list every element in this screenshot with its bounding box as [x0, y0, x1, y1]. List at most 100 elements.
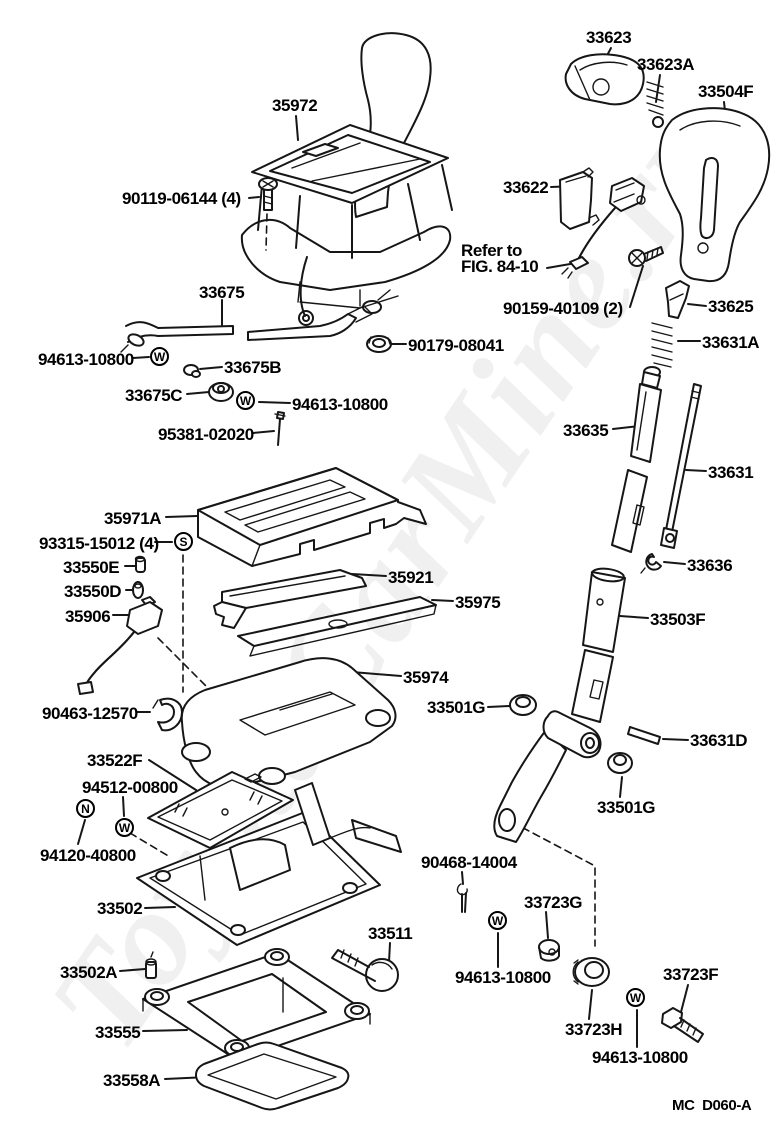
part-label-33511: 33511	[368, 924, 413, 943]
part-shift-lever-lower	[493, 649, 614, 843]
part-label-33501g-1: 33501G	[427, 698, 486, 717]
part-label-35971a: 35971A	[104, 509, 162, 528]
part-90463-clip	[152, 697, 183, 732]
part-33550e-bushing	[134, 555, 146, 573]
part-label-33631d: 33631D	[690, 731, 748, 750]
part-label-33555: 33555	[95, 1023, 141, 1042]
part-label-33723f: 33723F	[663, 965, 719, 984]
part-label-33636: 33636	[687, 556, 733, 575]
part-33723g-bushing	[538, 939, 560, 962]
part-33502-bracket	[136, 782, 402, 946]
part-33503f-tube	[582, 567, 626, 653]
part-35974-cover	[180, 657, 397, 789]
part-33631d-pin	[627, 726, 661, 745]
part-label-33504f: 33504F	[698, 82, 754, 101]
part-35906-switch	[77, 596, 163, 695]
part-33502a-pin	[145, 951, 157, 979]
part-label-94613-10800-2: 94613-10800	[292, 395, 388, 414]
part-33636-clip	[640, 553, 662, 574]
part-label-33675b: 33675B	[224, 358, 282, 377]
part-label-94512-00800: 94512-00800	[82, 778, 178, 797]
part-label-33723h: 33723H	[565, 1020, 623, 1039]
reference-note: Refer to FIG. 84-10	[461, 241, 539, 276]
part-33625-pin	[665, 280, 690, 319]
part-label-35972: 35972	[272, 96, 318, 115]
reference-note-line1: Refer to	[461, 241, 523, 260]
part-label-33502a: 33502A	[60, 963, 118, 982]
part-90159-screw	[628, 246, 664, 267]
part-label-33635: 33635	[563, 421, 609, 440]
part-33675c-bushing	[208, 382, 234, 402]
part-label-33502: 33502	[97, 899, 143, 918]
part-label-90179-08041: 90179-08041	[408, 336, 504, 355]
part-33558a-gasket	[195, 1041, 350, 1111]
part-label-33623: 33623	[586, 28, 632, 47]
part-33504f-shift-knob	[658, 107, 771, 283]
part-label-35921: 35921	[388, 568, 434, 587]
part-33522f-plate	[147, 771, 294, 849]
part-label-90468-14004: 90468-14004	[421, 853, 517, 872]
part-95381-pin	[274, 411, 286, 446]
part-label-90463-12570: 90463-12570	[42, 704, 138, 723]
part-33631-rod	[660, 383, 702, 549]
part-label-33675: 33675	[199, 283, 245, 302]
washer-marker-w3: W	[115, 818, 134, 837]
part-90179-nut	[366, 335, 392, 353]
part-label-94613-10800-1: 94613-10800	[38, 350, 134, 369]
part-33501g-grommet-lower	[607, 752, 633, 774]
part-33675-control-rod	[120, 305, 373, 353]
part-33555-plate	[142, 948, 371, 1071]
part-33631a-spring	[651, 322, 673, 368]
part-33622-plate	[559, 167, 600, 230]
washer-marker-w2: W	[236, 391, 255, 410]
part-label-35906: 35906	[65, 607, 111, 626]
part-90468-pin	[456, 883, 468, 913]
part-label-33550d: 33550D	[64, 582, 122, 601]
screw-marker-s: S	[174, 532, 193, 551]
part-label-33631a: 33631A	[702, 333, 760, 352]
washer-marker-w1: W	[150, 347, 169, 366]
part-label-33503f: 33503F	[650, 610, 706, 629]
part-33623-slide-button	[564, 53, 645, 106]
washer-marker-w5: W	[626, 988, 645, 1007]
part-33723f-bolt	[661, 1007, 704, 1043]
part-label-35975: 35975	[455, 593, 501, 612]
part-label-90119-06144: 90119-06144 (4)	[122, 189, 241, 208]
part-label-93315-15012: 93315-15012 (4)	[39, 534, 159, 553]
part-label-33723g: 33723G	[524, 893, 583, 912]
part-33550d-bushing	[132, 581, 144, 599]
nut-marker-n: N	[76, 799, 95, 818]
reference-note-line2: FIG. 84-10	[461, 257, 539, 276]
part-90119-bolt	[258, 177, 278, 211]
part-label-33622: 33622	[503, 178, 549, 197]
part-33623a-spring	[646, 81, 664, 128]
part-label-33631: 33631	[708, 463, 754, 482]
part-35972-indicator-housing	[240, 124, 453, 326]
part-label-33501g-2: 33501G	[597, 798, 656, 817]
part-label-33623a: 33623A	[637, 55, 695, 74]
part-label-94613-10800-3: 94613-10800	[455, 968, 551, 987]
part-33635-rod	[611, 366, 662, 553]
part-35975-plate	[237, 596, 437, 657]
part-label-94613-10800-4: 94613-10800	[592, 1048, 688, 1067]
leader-lines	[77, 47, 729, 1080]
part-label-90159-40109: 90159-40109 (2)	[503, 299, 623, 318]
part-33511-bolt	[331, 949, 399, 992]
part-33501g-grommet-upper	[509, 694, 537, 716]
washer-marker-w4: W	[488, 911, 507, 930]
part-label-33522f: 33522F	[87, 751, 143, 770]
part-label-94120-40800: 94120-40800	[40, 846, 136, 865]
part-wire-harness	[561, 177, 646, 279]
part-label-33625: 33625	[708, 297, 754, 316]
part-33723h-grommet	[572, 957, 610, 987]
figure-code: MC D060-A	[672, 1097, 752, 1114]
part-label-33558a: 33558A	[103, 1071, 161, 1090]
part-label-95381-02020: 95381-02020	[158, 425, 254, 444]
part-33675b-bushing	[183, 364, 201, 378]
part-label-33675c: 33675C	[125, 386, 183, 405]
part-35971a-console-cover	[197, 467, 427, 567]
part-35921-bezel	[213, 569, 367, 629]
part-label-33550e: 33550E	[63, 558, 120, 577]
